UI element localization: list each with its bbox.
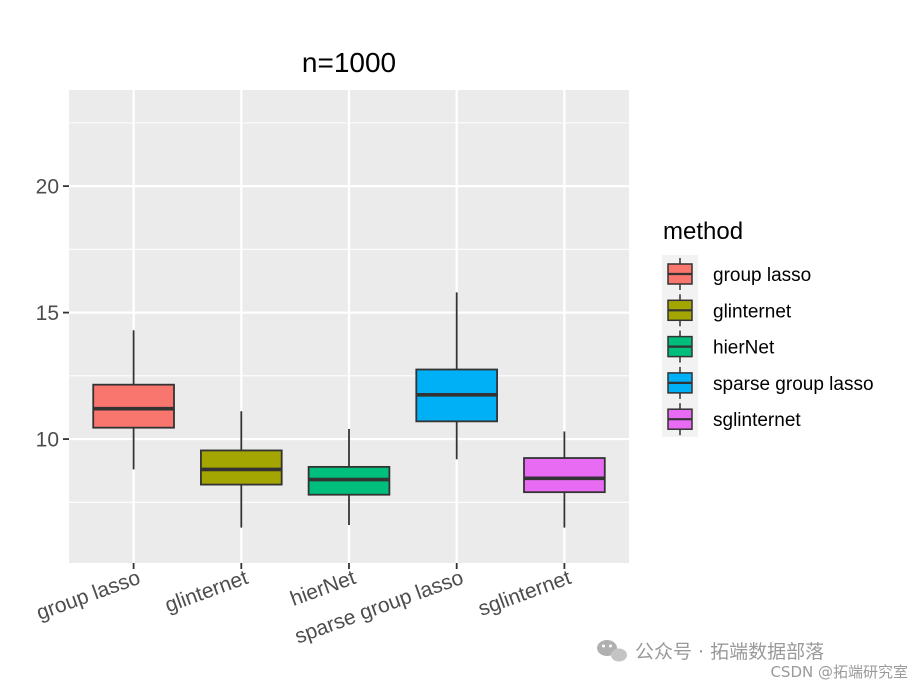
legend-item: sglinternet <box>667 403 801 436</box>
y-tick-label: 20 <box>36 176 59 199</box>
legend-item: glinternet <box>667 294 792 327</box>
box-iqr <box>523 457 606 494</box>
legend-item: hierNet <box>667 330 775 363</box>
y-tick-label: 10 <box>36 429 59 452</box>
legend-title: method <box>663 218 743 245</box>
x-tick-label: hierNet <box>287 566 359 611</box>
legend-label: glinternet <box>713 301 792 322</box>
box-glinternet <box>200 411 283 528</box>
watermark-line-2: CSDN @拓端研究室 <box>770 663 908 681</box>
box-hierNet <box>307 428 391 526</box>
x-tick-label: sglinternet <box>475 566 574 621</box>
legend-label: sglinternet <box>713 410 801 431</box>
legend: method group lasso glinternet hierNet spars… <box>662 218 874 437</box>
x-tick-label: glinternet <box>162 566 251 617</box>
legend-label: hierNet <box>713 338 775 359</box>
legend-item: group lasso <box>667 258 811 290</box>
legend-label: group lasso <box>713 265 811 286</box>
box-sglinternet <box>523 431 606 528</box>
box-group-lasso <box>92 330 175 470</box>
wechat-icon <box>597 640 627 662</box>
y-tick-label: 15 <box>36 302 59 325</box>
legend-label: sparse group lasso <box>713 374 874 395</box>
box-series <box>92 292 606 528</box>
watermark: 公众号 · 拓端数据部落 CSDN @拓端研究室 <box>597 640 908 681</box>
watermark-line-1: 公众号 · 拓端数据部落 <box>635 641 824 663</box>
box-iqr <box>200 449 283 486</box>
box-iqr <box>92 383 175 429</box>
box-sparse-group-lasso <box>415 292 498 460</box>
chart-title: n=1000 <box>302 47 396 78</box>
x-tick-label: group lasso <box>33 566 143 625</box>
y-axis: 10 15 20 <box>36 176 69 452</box>
legend-item: sparse group lasso <box>667 366 874 399</box>
